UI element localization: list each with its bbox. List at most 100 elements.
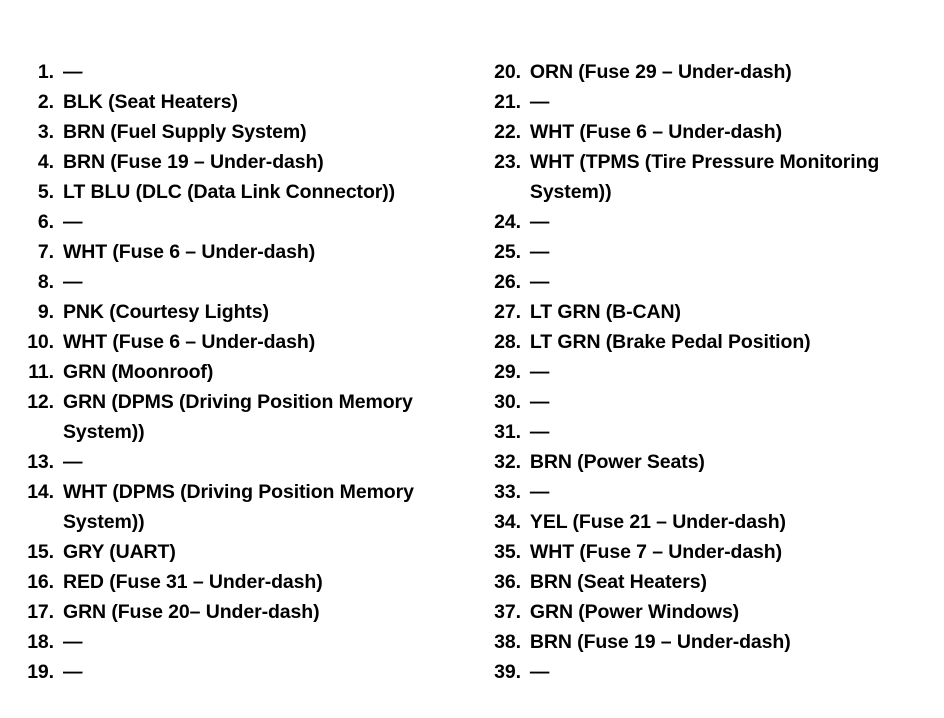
- legend-item-number: 20.: [494, 61, 521, 83]
- legend-item: 19. —: [20, 657, 465, 687]
- legend-item: 14. WHT (DPMS (Driving Position Memory Sy…: [20, 477, 465, 537]
- legend-item-text: LT BLU (DLC (Data Link Connector)): [63, 181, 396, 203]
- legend-item: 32.BRN (Power Seats): [487, 447, 924, 477]
- legend-item-text: BRN (Fuse 19 – Under-dash): [63, 151, 324, 173]
- legend-item-text: WHT (TPMS (Tire Pressure Monitoring Syst…: [529, 151, 880, 203]
- legend-item-number: 36.: [494, 571, 521, 593]
- legend-item-number: 7.: [37, 241, 54, 263]
- legend-item-empty: —: [63, 271, 83, 293]
- legend-item-text: ORN (Fuse 29 – Under-dash): [529, 61, 792, 83]
- legend-item-text: WHT (Fuse 7 – Under-dash): [529, 541, 783, 563]
- legend-item-number: 6.: [37, 211, 54, 233]
- legend-item-number: 22.: [494, 121, 521, 143]
- legend-item-text: YEL (Fuse 21 – Under-dash): [529, 511, 786, 533]
- legend-item-empty: —: [63, 661, 83, 683]
- legend-item: 5.LT BLU (DLC (Data Link Connector)): [20, 177, 465, 207]
- legend-item: 30. —: [487, 387, 924, 417]
- legend-item: 23. WHT (TPMS (Tire Pressure Monitoring S…: [487, 147, 924, 207]
- legend-list-left: 1.—2.BLK (Seat Heaters)3.BRN (Fuel Suppl…: [20, 57, 465, 687]
- legend-item-empty: —: [529, 661, 550, 683]
- legend-item-text: GRN (Power Windows): [529, 601, 740, 623]
- legend-item-number: 11.: [28, 361, 54, 383]
- legend-item-text: WHT (DPMS (Driving Position Memory Syste…: [63, 481, 414, 533]
- legend-item-text: GRN (Moonroof): [63, 361, 214, 383]
- legend-item-number: 10.: [27, 331, 54, 353]
- legend-item: 11. GRN (Moonroof): [20, 357, 465, 387]
- legend-item: 4. BRN (Fuse 19 – Under-dash): [20, 147, 465, 177]
- legend-list-right: 20. ORN (Fuse 29 – Under-dash) 21. — 22. WHT …: [487, 57, 924, 687]
- legend-item: 12. GRN (DPMS (Driving Position Memory Sy…: [20, 387, 465, 447]
- legend-item: 2.BLK (Seat Heaters): [20, 87, 465, 117]
- legend-item-empty: —: [529, 91, 550, 113]
- legend-item-text: BRN (Seat Heaters): [529, 571, 707, 593]
- legend-item: 38.BRN (Fuse 19 – Under-dash): [487, 627, 924, 657]
- legend-column-left: 1.—2.BLK (Seat Heaters)3.BRN (Fuel Suppl…: [20, 57, 465, 687]
- legend-item: 1.—: [20, 57, 465, 87]
- legend-item-number: 19.: [27, 661, 54, 683]
- legend-item: 16. RED (Fuse 31 – Under-dash): [20, 567, 465, 597]
- legend-item-number: 4.: [37, 151, 54, 173]
- legend-item-number: 24.: [494, 211, 521, 233]
- legend-item-number: 26.: [494, 271, 521, 293]
- legend-item-empty: —: [529, 241, 550, 263]
- legend-item-text: WHT (Fuse 6 – Under-dash): [63, 331, 316, 353]
- legend-item-number: 32.: [494, 451, 521, 473]
- legend-item: 10. WHT (Fuse 6 – Under-dash): [20, 327, 465, 357]
- legend-item: 6. —: [20, 207, 465, 237]
- legend-item-number: 21.: [494, 91, 521, 113]
- legend-item-number: 15.: [27, 541, 54, 563]
- legend-item-number: 35.: [494, 541, 521, 563]
- legend-item-text: GRN (Fuse 20– Under-dash): [63, 601, 320, 623]
- legend-item-number: 34.: [494, 511, 521, 533]
- legend-item: 21. —: [487, 87, 924, 117]
- legend-item: 31.—: [487, 417, 924, 447]
- legend-item-empty: —: [63, 211, 83, 233]
- legend-item-empty: —: [529, 271, 550, 293]
- legend-item-number: 14.: [27, 481, 54, 503]
- legend-item-text: WHT (Fuse 6 – Under-dash): [63, 241, 316, 263]
- legend-item-text: LT GRN (Brake Pedal Position): [529, 331, 811, 353]
- legend-item: 28.LT GRN (Brake Pedal Position): [487, 327, 924, 357]
- legend-item-number: 12.: [27, 391, 54, 413]
- legend-item: 13.—: [20, 447, 465, 477]
- legend-item-text: PNK (Courtesy Lights): [63, 301, 269, 323]
- legend-item-number: 30.: [494, 391, 521, 413]
- legend-item-number: 17.: [27, 601, 54, 623]
- legend-item-number: 29.: [494, 361, 521, 383]
- legend-item-number: 37.: [494, 601, 521, 623]
- legend-item-number: 1.: [37, 61, 54, 83]
- legend-item: 29. —: [487, 357, 924, 387]
- legend-item: 22. WHT (Fuse 6 – Under-dash): [487, 117, 924, 147]
- legend-item-empty: —: [529, 361, 550, 383]
- legend-item-number: 16.: [27, 571, 54, 593]
- legend-item: 24. —: [487, 207, 924, 237]
- legend-item: 17. GRN (Fuse 20– Under-dash): [20, 597, 465, 627]
- legend-item-number: 2.: [37, 91, 54, 113]
- legend-item-text: RED (Fuse 31 – Under-dash): [63, 571, 323, 593]
- legend-item-number: 39.: [494, 661, 521, 683]
- legend-item-empty: —: [529, 421, 550, 443]
- legend-item: 26. —: [487, 267, 924, 297]
- legend-item-text: BRN (Fuel Supply System): [63, 121, 307, 143]
- legend-item: 37. GRN (Power Windows): [487, 597, 924, 627]
- legend-item-number: 33.: [494, 481, 521, 503]
- legend-item-empty: —: [529, 481, 550, 503]
- legend-item-empty: —: [63, 631, 83, 653]
- legend-item-number: 9.: [37, 301, 54, 323]
- legend-item: 34. YEL (Fuse 21 – Under-dash): [487, 507, 924, 537]
- legend-item: 15. GRY (UART): [20, 537, 465, 567]
- legend-item-number: 18.: [27, 631, 54, 653]
- legend-item-text: GRY (UART): [63, 541, 176, 563]
- legend-item-number: 27.: [494, 301, 521, 323]
- legend-item-empty: —: [529, 211, 550, 233]
- legend-item-text: GRN (DPMS (Driving Position Memory Syste…: [63, 391, 413, 443]
- legend-item-text: WHT (Fuse 6 – Under-dash): [529, 121, 783, 143]
- legend-item: 9. PNK (Courtesy Lights): [20, 297, 465, 327]
- legend-item-empty: —: [529, 391, 550, 413]
- legend-item-number: 13.: [27, 451, 54, 473]
- legend-item-number: 3.: [37, 121, 54, 143]
- legend-item: 36. BRN (Seat Heaters): [487, 567, 924, 597]
- legend-item: 33. —: [487, 477, 924, 507]
- legend-item-number: 23.: [494, 151, 521, 173]
- legend-item: 8.—: [20, 267, 465, 297]
